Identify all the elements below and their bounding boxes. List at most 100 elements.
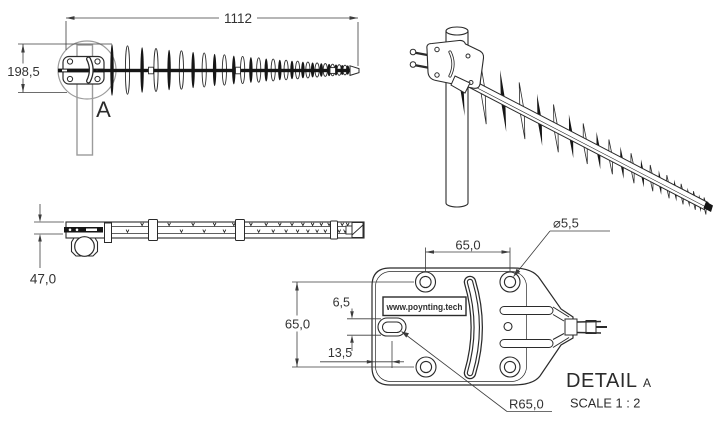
bolt-hole xyxy=(94,58,101,65)
rivet-tick xyxy=(202,229,206,234)
boom-clamp xyxy=(148,219,158,241)
rivet-ticks xyxy=(125,222,350,234)
pilot-hole xyxy=(503,321,513,332)
arrowhead xyxy=(295,282,299,291)
rivet-tick xyxy=(306,229,310,234)
boom-clamp xyxy=(235,219,245,241)
boom-side xyxy=(104,68,351,73)
mount-holes xyxy=(414,271,521,378)
rivet-tick xyxy=(323,229,328,234)
arrowhead xyxy=(21,44,25,53)
bolt-hole xyxy=(94,75,101,83)
rivet-tick xyxy=(167,222,171,227)
rivet-tick xyxy=(125,229,130,234)
arrowhead xyxy=(66,16,75,20)
dim-text-mask xyxy=(4,63,42,79)
rivet-tick xyxy=(278,222,282,227)
dim-hole-dia-text: ⌀5,5 xyxy=(553,216,579,231)
dim-hole-dia xyxy=(513,230,610,277)
rivet-tick xyxy=(222,229,227,234)
boom-joint xyxy=(329,67,336,74)
boom-clamp xyxy=(330,220,338,240)
detail-scale: SCALE 1 : 2 xyxy=(570,396,640,411)
arrowhead xyxy=(38,214,42,222)
arrowhead xyxy=(350,335,354,343)
brand-label: www.poynting.tech xyxy=(386,302,463,313)
detail-title-ref: A xyxy=(643,376,651,390)
arrowhead xyxy=(38,234,42,242)
arrowhead xyxy=(21,84,25,93)
bracket-iso xyxy=(409,39,485,94)
dim-overall-length-text: 1112 xyxy=(224,11,252,26)
boom-tip xyxy=(349,65,360,77)
rivet-tick xyxy=(301,222,305,227)
dim-hole-pitch-v-text: 65,0 xyxy=(285,317,310,332)
rivet-tick xyxy=(249,222,253,227)
rivet-tick xyxy=(179,229,184,234)
detail-marker-label: A xyxy=(96,97,111,122)
dim-overall-length xyxy=(65,17,359,66)
rivet-tick xyxy=(140,222,144,227)
dim-slot-radius-text: R65,0 xyxy=(509,397,544,412)
oval-slot xyxy=(377,317,407,337)
detail-title: DETAIL xyxy=(566,370,638,392)
clamp-bar xyxy=(64,227,103,233)
arrowhead xyxy=(425,250,434,254)
feed-connector xyxy=(564,318,578,336)
curved-slot xyxy=(463,275,483,380)
feed-arms xyxy=(499,306,607,348)
arrowhead xyxy=(501,250,510,254)
plate-inner-contour xyxy=(375,271,527,382)
brand-label-box xyxy=(382,296,467,317)
dim-hole-pitch-h xyxy=(425,247,511,271)
arrowhead xyxy=(366,360,375,364)
top-view: 47,0 xyxy=(30,204,365,287)
rivet-tick xyxy=(191,222,195,227)
bolt-hole xyxy=(66,58,74,65)
rivet-tick xyxy=(337,229,341,234)
bracket-side xyxy=(58,55,105,85)
detail-a-view: www.poynting.tech 65,0 65,0 ⌀5,5 xyxy=(282,216,651,412)
dim-text-mask xyxy=(282,315,313,332)
rivet-tick xyxy=(319,222,324,227)
pole-section xyxy=(74,236,95,257)
boom-joint xyxy=(235,66,241,75)
boom-tip-iso xyxy=(703,201,713,212)
rivet-tick xyxy=(315,229,319,234)
rivet-tick xyxy=(310,222,315,227)
arrowhead xyxy=(401,331,409,338)
isometric-view xyxy=(409,26,713,215)
connector-bar xyxy=(58,68,104,73)
arrowhead xyxy=(349,16,358,20)
dim-boom-height-text: 47,0 xyxy=(30,272,56,287)
arrowhead xyxy=(513,268,521,277)
rivet-tick xyxy=(212,222,217,227)
rivet-tick xyxy=(290,222,294,227)
arrowhead xyxy=(392,360,400,364)
rivet-tick xyxy=(256,229,261,234)
rivet-tick xyxy=(232,222,236,227)
rivet-tick xyxy=(271,229,275,234)
dim-slot-radius xyxy=(401,331,552,412)
dim-element-width-text: 198,5 xyxy=(7,64,40,79)
arrowhead xyxy=(350,311,354,319)
boom-end-top xyxy=(345,222,364,238)
pole-clamp-top xyxy=(64,222,112,257)
rivet-tick xyxy=(340,222,344,227)
rivet-tick xyxy=(295,229,300,234)
pole-top xyxy=(445,26,469,36)
boom-iso xyxy=(457,73,709,211)
dim-slot-width-text: 6,5 xyxy=(333,296,350,310)
dim-hole-pitch-h-text: 65,0 xyxy=(455,238,480,253)
arrowhead xyxy=(295,358,299,367)
dim-boom-height xyxy=(34,204,64,268)
dim-slot-width xyxy=(347,308,381,351)
dim-text-mask xyxy=(219,10,257,26)
dim-slot-offset-text: 13,5 xyxy=(328,346,352,360)
rivet-tick xyxy=(264,222,268,227)
bolt-hole xyxy=(66,75,74,83)
rivet-tick xyxy=(284,229,288,234)
side-view: 1112 198,5 xyxy=(4,10,360,156)
